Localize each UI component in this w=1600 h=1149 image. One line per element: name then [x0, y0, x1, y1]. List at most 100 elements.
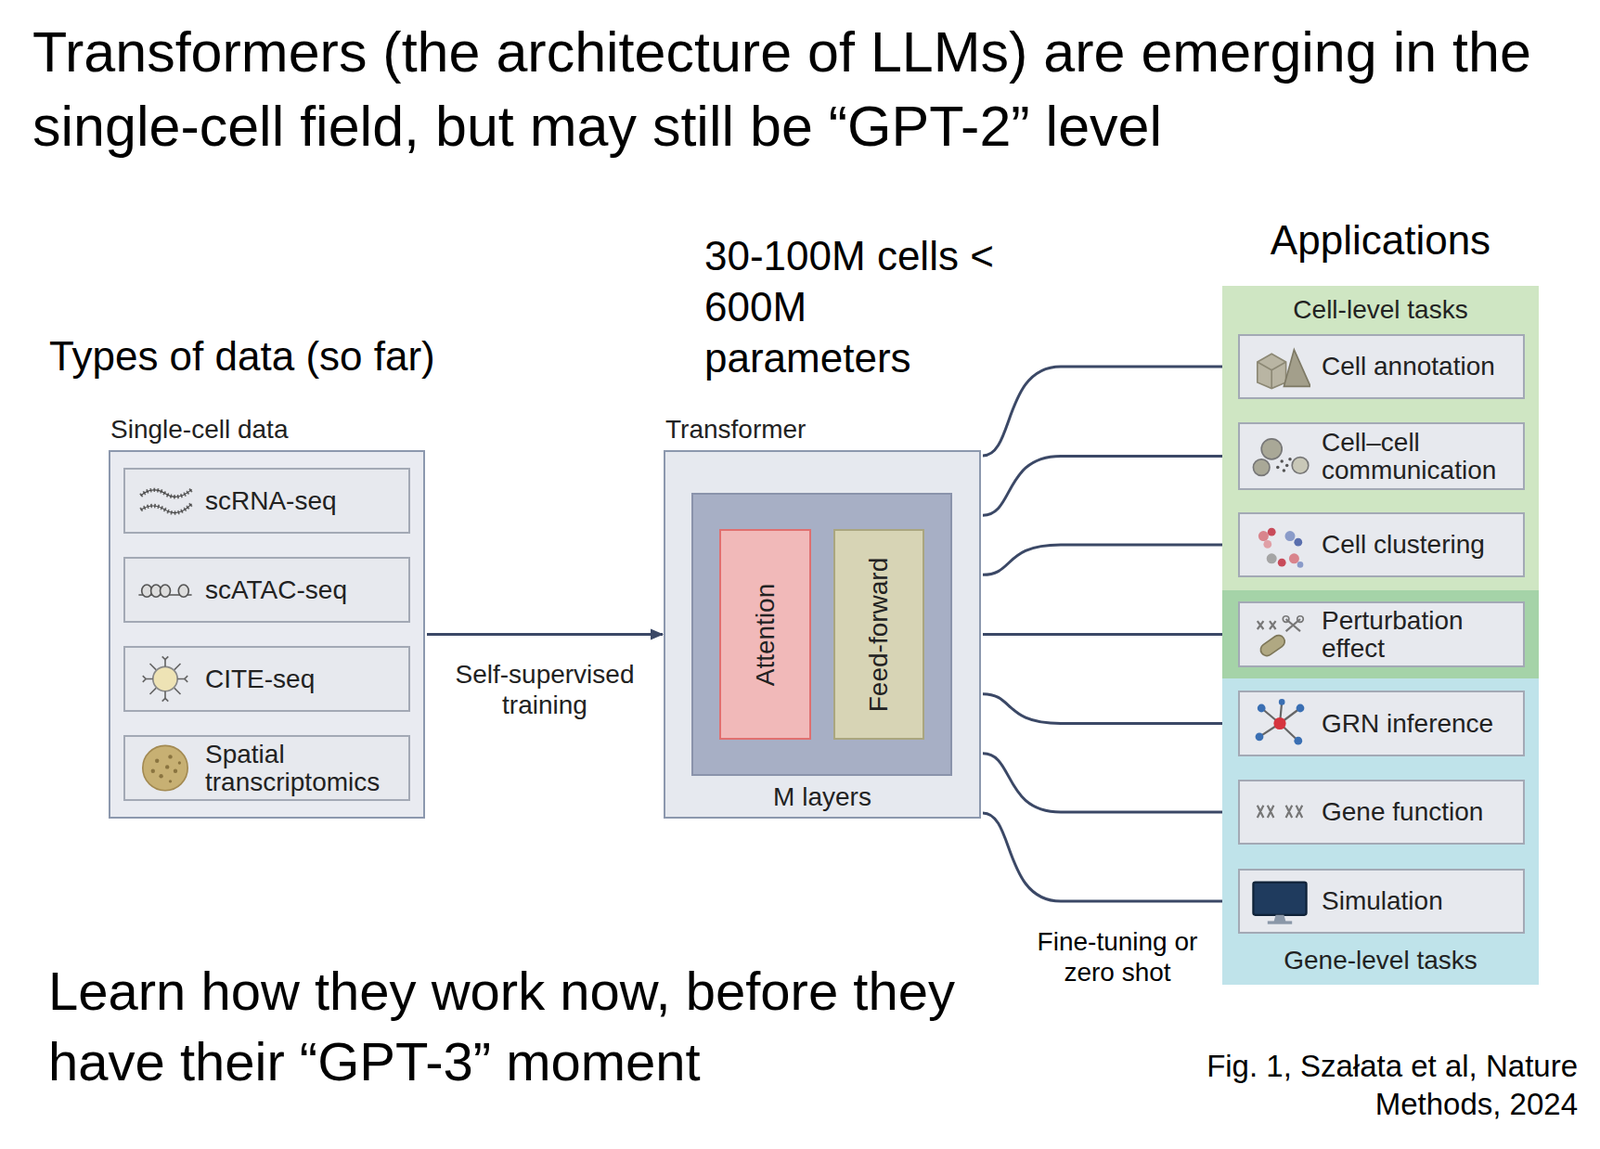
icon-stroke	[168, 779, 172, 783]
task-box: GRN inference	[1238, 690, 1525, 757]
layer-label: Feed-forward	[864, 556, 894, 712]
icon-stroke	[178, 584, 189, 597]
icon-stroke	[1293, 537, 1303, 546]
icon-stroke	[1257, 353, 1287, 388]
note-label: 30-100M cells < 600M parameters	[704, 230, 1020, 384]
task-icon	[1249, 608, 1311, 660]
edge-label: Self-supervised training	[442, 658, 647, 721]
slide-title: Transformers (the architecture of LLMs) …	[32, 14, 1592, 164]
icon-stroke	[151, 769, 155, 774]
task-band: Cell-level tasksCell annotationCell–cell…	[1222, 285, 1539, 591]
icon-stroke	[1263, 540, 1272, 549]
task-label: Spatial transcriptomics	[205, 740, 403, 797]
task-box: Cell clustering	[1238, 512, 1525, 578]
task-box: Simulation	[1238, 868, 1525, 934]
task-box: CITE-seq	[123, 645, 411, 712]
connector-arrow	[426, 632, 663, 636]
group-box: ApplicationsCell-level tasksCell annotat…	[1222, 285, 1539, 985]
connector-arrow	[982, 632, 1238, 636]
task-box: Cell–cell communication	[1238, 422, 1525, 491]
task-icon	[1249, 697, 1311, 749]
task-icon	[1249, 787, 1311, 839]
task-icon	[1249, 519, 1311, 571]
icon-stroke	[154, 759, 159, 763]
icon-stroke	[142, 656, 188, 701]
icon-stroke	[1266, 553, 1278, 564]
icon-stroke	[158, 774, 163, 778]
task-label: Gene function	[1321, 798, 1484, 826]
note-label: Fine-tuning or zero shot	[1033, 926, 1201, 988]
task-box: Spatial transcriptomics	[123, 735, 411, 801]
note-label: Types of data (so far)	[49, 332, 532, 381]
icon-stroke	[1257, 704, 1266, 713]
icon-stroke	[1267, 527, 1277, 536]
icon-stroke	[1285, 530, 1296, 542]
task-box: scRNA-seq	[123, 467, 411, 534]
task-icon	[134, 653, 196, 705]
icon-stroke	[153, 666, 178, 691]
icon-stroke	[1273, 914, 1286, 922]
icon-stroke	[1259, 701, 1301, 741]
group-box: TransformerM layersAttentionFeed-forward	[663, 450, 981, 819]
task-label: Cell–cell communication	[1321, 428, 1518, 485]
task-label: Cell annotation	[1321, 352, 1496, 381]
icon-stroke	[1293, 736, 1303, 746]
group-footer: M layers	[665, 782, 980, 813]
icon-stroke	[1261, 438, 1282, 460]
icon-stroke	[1288, 457, 1292, 462]
icon-stroke	[1297, 616, 1304, 623]
task-icon	[1249, 341, 1311, 393]
task-icon	[1249, 876, 1311, 928]
panel-heading: Applications	[1222, 217, 1539, 264]
layer-label: Attention	[750, 582, 781, 686]
connector-arrow	[982, 694, 1238, 724]
connector-arrow	[982, 753, 1238, 813]
task-icon	[134, 475, 196, 527]
note-label: Learn how they work now, before they hav…	[48, 955, 958, 1097]
connector-arrow	[982, 456, 1238, 517]
icon-stroke	[1278, 698, 1286, 706]
task-icon	[134, 742, 196, 794]
icon-stroke	[1291, 457, 1309, 475]
icon-stroke	[165, 764, 169, 769]
task-box: scATAC-seq	[123, 556, 411, 623]
connector-arrow	[982, 544, 1238, 575]
icon-stroke	[167, 754, 172, 759]
icon-stroke	[1277, 557, 1287, 567]
icon-stroke	[1285, 464, 1290, 468]
icon-stroke	[1255, 732, 1265, 741]
task-icon	[1249, 430, 1311, 482]
icon-stroke	[1279, 459, 1284, 464]
figure-caption: Fig. 1, Szałata et al, Nature Methods, 2…	[1197, 1046, 1578, 1123]
icon-stroke	[1252, 881, 1306, 915]
task-box: Perturbation effect	[1238, 601, 1525, 668]
group-box: Single-cell datascRNA-seqscATAC-seqCITE-…	[108, 450, 426, 819]
icon-stroke	[1257, 804, 1303, 817]
icon-stroke	[1276, 465, 1280, 470]
layer-block: Feed-forward	[833, 529, 925, 740]
icon-stroke	[1257, 361, 1287, 389]
icon-stroke	[1257, 620, 1277, 630]
icon-stroke	[141, 503, 193, 514]
task-label: GRN inference	[1321, 709, 1494, 738]
task-label: CITE-seq	[205, 665, 315, 694]
task-band: Gene-level tasks GRN inferenceGene functi…	[1222, 678, 1539, 985]
icon-stroke	[1282, 616, 1290, 623]
group-heading: Transformer	[665, 414, 806, 445]
task-box: Cell annotation	[1238, 334, 1525, 400]
icon-stroke	[1273, 717, 1286, 730]
icon-stroke	[1282, 468, 1287, 473]
connector-arrow	[982, 366, 1238, 456]
icon-stroke	[1289, 553, 1300, 564]
task-label: scRNA-seq	[205, 487, 337, 516]
icon-stroke	[144, 658, 186, 700]
task-label: Simulation	[1321, 887, 1444, 916]
task-label: Cell clustering	[1321, 530, 1485, 559]
icon-stroke	[141, 489, 193, 513]
icon-stroke	[178, 761, 181, 764]
icon-stroke	[142, 745, 188, 790]
icon-stroke	[1297, 561, 1304, 568]
icon-stroke	[1283, 348, 1311, 387]
band-heading: Gene-level tasks	[1222, 945, 1539, 976]
